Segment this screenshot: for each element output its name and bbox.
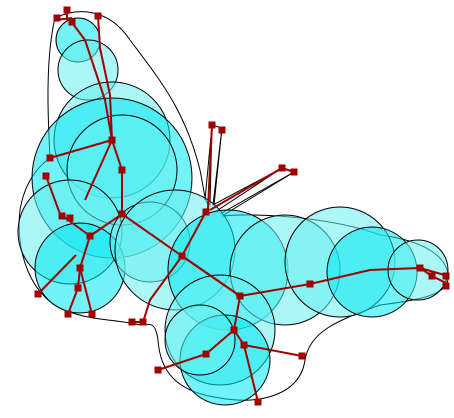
skeleton-node — [58, 212, 66, 220]
antenna-outline — [204, 124, 295, 215]
skeleton-edge — [181, 124, 213, 257]
skeleton-node — [118, 210, 126, 218]
skeleton-node — [86, 232, 94, 240]
skeleton-edge — [97, 15, 113, 141]
skeleton-node — [202, 208, 210, 216]
skeleton-node — [290, 168, 298, 176]
skeleton-node — [442, 272, 450, 280]
skeleton-node — [230, 326, 238, 334]
skeleton-edge — [37, 254, 77, 295]
skeleton-node — [202, 350, 210, 358]
skeleton-node — [128, 318, 136, 326]
skeleton-edge — [243, 344, 259, 403]
skeleton-node — [34, 290, 42, 298]
skeleton-node — [88, 310, 96, 318]
skeleton-node — [416, 264, 424, 272]
skeleton-edge — [66, 10, 447, 297]
skeleton-node — [68, 18, 76, 26]
skeleton-node — [428, 272, 436, 280]
skeleton-node — [94, 12, 102, 20]
skeleton-node — [154, 366, 162, 374]
skeleton-node — [64, 310, 72, 318]
skeleton-node — [76, 264, 84, 272]
skeleton-edge — [132, 255, 183, 323]
skeleton-edges-group — [37, 10, 449, 403]
skeleton-node — [178, 252, 186, 260]
skeleton-edge — [45, 175, 123, 237]
skeleton-node — [53, 14, 61, 22]
skeleton-node — [108, 136, 116, 144]
skeleton-node — [254, 398, 262, 406]
skeleton-edge — [79, 267, 93, 315]
silhouette-outline — [18, 11, 449, 401]
skeleton-node — [118, 166, 126, 174]
skeleton-node — [236, 292, 244, 300]
skeleton-node — [46, 154, 54, 162]
skeleton-node — [42, 172, 50, 180]
skeleton-node — [240, 341, 248, 349]
skeleton-node — [218, 126, 226, 134]
skeleton-edge — [84, 139, 113, 201]
skeleton-nodes-group — [34, 6, 450, 406]
skeleton-node — [306, 280, 314, 288]
skeleton-node — [278, 164, 286, 172]
skeleton-edge — [49, 139, 113, 159]
skeleton-node — [298, 352, 306, 360]
skeleton-edge — [67, 235, 91, 315]
skeleton-node — [208, 121, 216, 129]
skeleton-node — [139, 318, 147, 326]
skeleton-node — [63, 6, 71, 14]
medial-ball — [164, 304, 236, 376]
skeleton-node — [74, 284, 82, 292]
skeleton-node — [66, 214, 74, 222]
skeleton-node — [442, 282, 450, 290]
